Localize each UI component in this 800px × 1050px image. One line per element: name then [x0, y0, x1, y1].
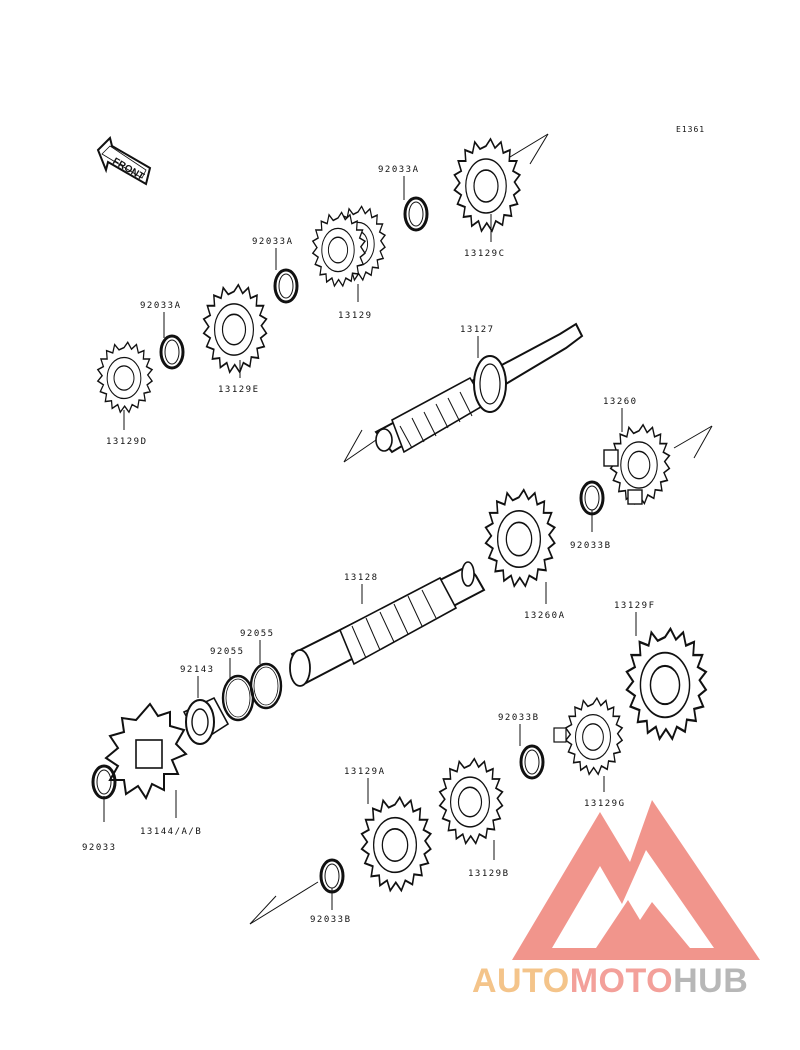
part-label-13129B: 13129B: [468, 869, 510, 879]
part-label-13129E: 13129E: [218, 385, 260, 395]
gear-13129G: [553, 697, 623, 776]
watermark-brand: AUTOMOTOHUB: [472, 962, 748, 1001]
ring-92033B-right: [579, 480, 605, 516]
watermark-brand-moto: MOTO: [569, 962, 674, 1000]
ring-92033A-middle: [273, 268, 299, 304]
axis-arrow-icon: [343, 429, 363, 463]
part-label-13260: 13260: [603, 397, 638, 407]
part-label-13129G: 13129G: [584, 799, 626, 809]
gear-13129A: [360, 796, 432, 892]
part-label-13129: 13129: [338, 311, 373, 321]
part-label-13129A: 13129A: [344, 767, 386, 777]
ring-92033B-middle: [519, 744, 545, 780]
ring-92033B-bottom: [319, 858, 345, 894]
sprocket-13144: [104, 702, 188, 801]
part-label-92033A-2: 92033A: [252, 237, 294, 247]
shaft-13127: [374, 322, 584, 454]
axis-line: [673, 425, 713, 449]
watermark-brand-hub: HUB: [673, 962, 749, 1000]
gear-13260: [603, 423, 671, 505]
part-label-13144: 13144/A/B: [140, 827, 202, 837]
part-label-13129F: 13129F: [614, 601, 656, 611]
gear-13129: [311, 205, 386, 287]
axis-line: [343, 439, 377, 463]
gear-13129F: [625, 627, 708, 741]
diagram-code: E1361: [676, 125, 705, 134]
o-ring-92055-a: [249, 662, 283, 710]
gear-13129B: [438, 757, 504, 845]
part-label-92033B-2: 92033B: [498, 713, 540, 723]
part-label-13128: 13128: [344, 573, 379, 583]
collar-92143: [182, 696, 230, 745]
part-label-92143: 92143: [180, 665, 215, 675]
part-label-92033: 92033: [82, 843, 117, 853]
ring-92033A-upper: [403, 196, 429, 232]
axis-arrow-icon: [529, 133, 549, 165]
ring-92033: [91, 764, 117, 800]
axis-line: [249, 881, 319, 925]
ring-92033A-lower: [159, 334, 185, 370]
watermark-logo-icon: [512, 800, 760, 960]
part-label-92055-1: 92055: [240, 629, 275, 639]
part-label-13129C: 13129C: [464, 249, 506, 259]
part-label-92033A-1: 92033A: [378, 165, 420, 175]
watermark-brand-auto: AUTO: [472, 962, 570, 1000]
part-label-13129D: 13129D: [106, 437, 148, 447]
part-label-92055-2: 92055: [210, 647, 245, 657]
gear-13129D: [97, 341, 153, 413]
part-label-13260A: 13260A: [524, 611, 566, 621]
gear-13260A: [484, 488, 556, 588]
part-label-92033A-3: 92033A: [140, 301, 182, 311]
part-label-13127: 13127: [460, 325, 495, 335]
gear-13129E: [202, 283, 268, 374]
axis-arrow-icon: [249, 895, 277, 925]
part-label-92033B-1: 92033B: [570, 541, 612, 551]
gear-13129C: [453, 138, 521, 232]
o-ring-92055-b: [221, 674, 255, 722]
front-arrow-icon: FRONT: [96, 136, 152, 186]
part-label-92033B-3: 92033B: [310, 915, 352, 925]
axis-arrow-icon: [693, 425, 713, 459]
shaft-13128: [289, 561, 486, 687]
axis-line: [504, 133, 549, 161]
